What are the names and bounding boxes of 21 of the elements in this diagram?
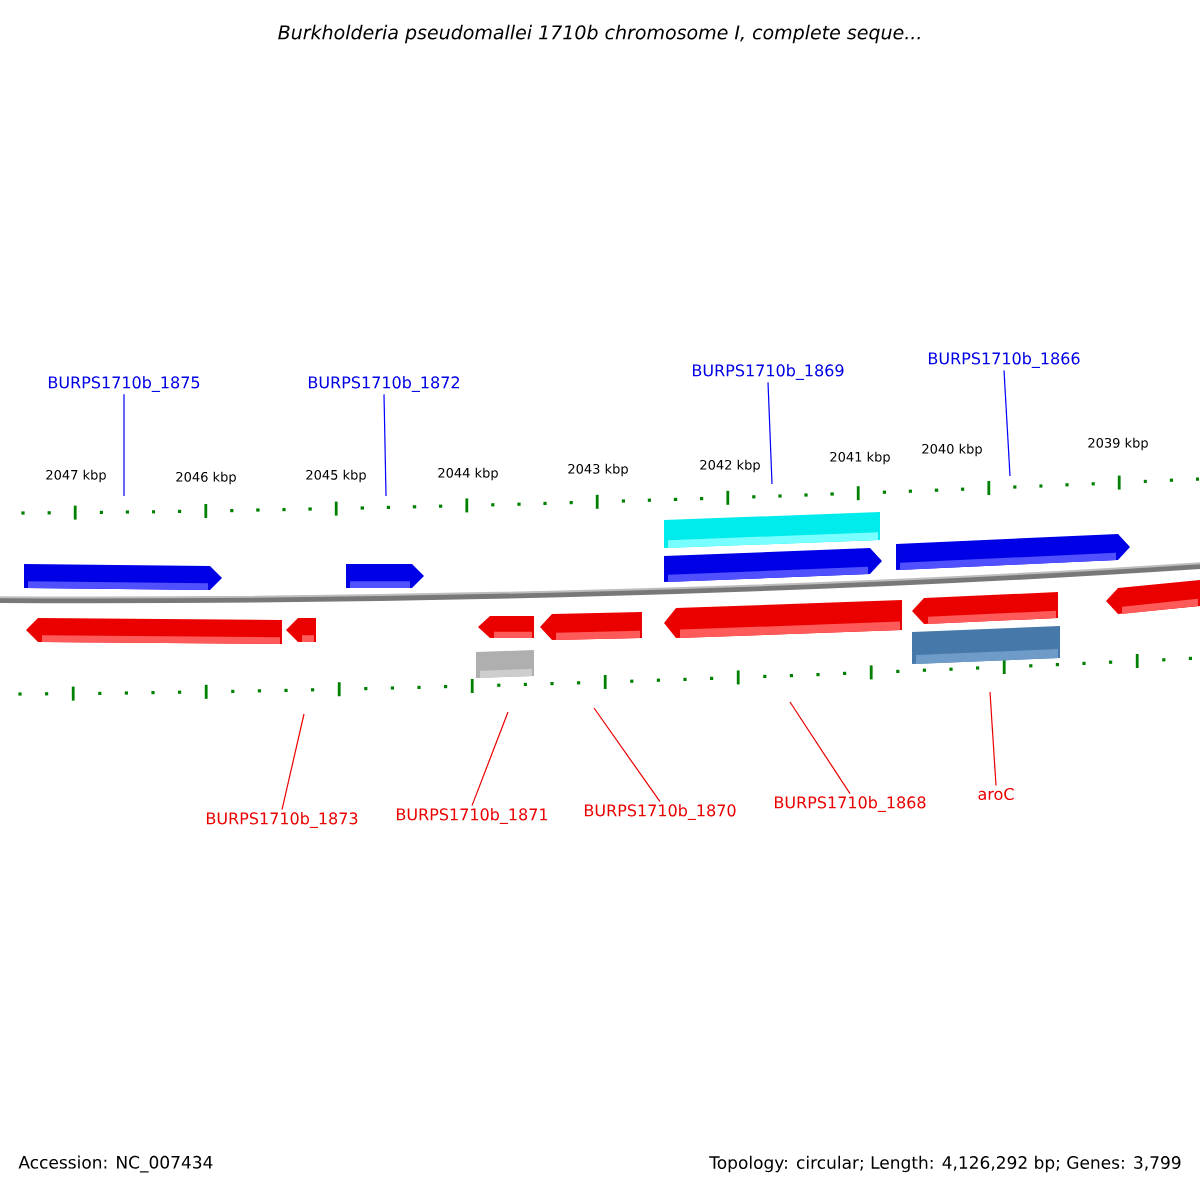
gene-label: BURPS1710b_1871 <box>396 808 548 824</box>
leader-line <box>593 707 661 803</box>
gene-label: BURPS1710b_1870 <box>584 804 736 820</box>
gene-label: aroC <box>978 787 1014 801</box>
gene-label: BURPS1710b_1875 <box>48 376 200 392</box>
leader-line <box>767 381 773 485</box>
leader-line <box>123 393 125 497</box>
leader-line <box>281 713 305 811</box>
gene-label: BURPS1710b_1873 <box>206 812 358 828</box>
title: Burkholderia pseudomallei 1710b chromosome I, complete seque... <box>278 24 920 44</box>
gene-label: BURPS1710b_1868 <box>774 796 926 812</box>
gene-label: BURPS1710b_1869 <box>692 364 844 380</box>
footer-text: Accession: NC_007434 <box>18 1155 213 1173</box>
leader-line <box>383 393 387 497</box>
leader-line <box>989 691 997 787</box>
leader-line <box>789 701 851 795</box>
leader-line <box>1003 369 1011 477</box>
gene-label: BURPS1710b_1866 <box>929 352 1080 368</box>
gene-label: BURPS1710b_1872 <box>308 376 459 392</box>
leader-line <box>471 711 509 807</box>
footer-text: Topology: circular; Length: 4,126,292 bp; Genes: 3,799 <box>709 1155 1181 1173</box>
